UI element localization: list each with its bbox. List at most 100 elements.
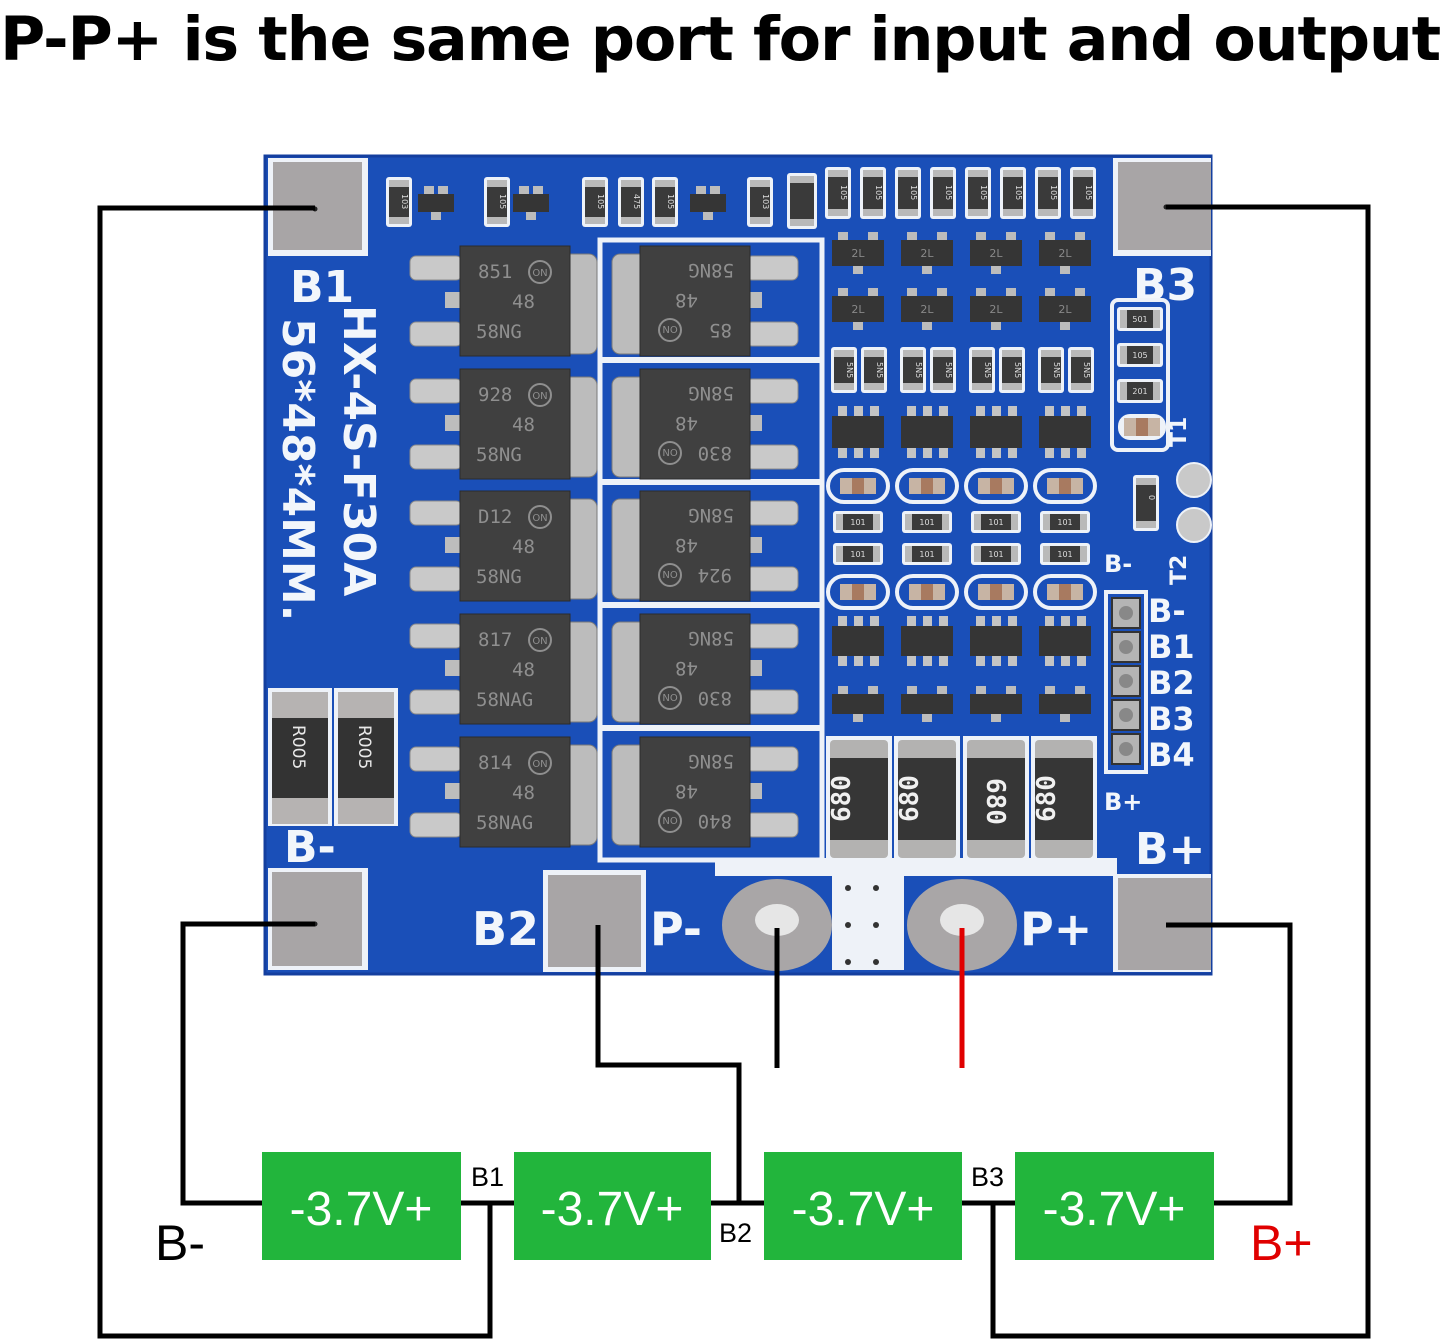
mosfet-code: 48 bbox=[512, 659, 535, 681]
protection-ic bbox=[970, 406, 1022, 458]
svg-text:5N5: 5N5 bbox=[845, 362, 854, 378]
svg-text:201: 201 bbox=[1132, 387, 1147, 396]
node-label-b3: B3 bbox=[971, 1162, 1004, 1192]
pad-b-minus bbox=[268, 868, 368, 970]
sot23-transistor: 2L bbox=[901, 288, 953, 330]
node-label-b1: B1 bbox=[471, 1162, 504, 1192]
on-semi-logo-icon bbox=[528, 628, 552, 652]
svg-text:5N5: 5N5 bbox=[944, 362, 953, 378]
smd-resistor: 5N5 bbox=[861, 347, 887, 393]
wire-b-minus bbox=[180, 921, 315, 1206]
on-semi-logo-icon bbox=[658, 563, 682, 587]
mosfet-lot: 814 bbox=[478, 752, 512, 774]
svg-text:5N5: 5N5 bbox=[1052, 362, 1061, 378]
svg-text:ON: ON bbox=[532, 513, 547, 524]
silk-label-b-plus: B+ bbox=[1135, 824, 1205, 875]
balance-label-b1: B1 bbox=[1148, 628, 1195, 666]
smd-resistor bbox=[787, 173, 817, 229]
mosfet-part: 58NG bbox=[688, 382, 734, 404]
mosfet-part: 58NG bbox=[688, 259, 734, 281]
smd-resistor: 105 bbox=[895, 167, 921, 219]
svg-text:ON: ON bbox=[532, 268, 547, 279]
mosfet-code: 48 bbox=[675, 534, 698, 556]
svg-text:ON: ON bbox=[662, 691, 677, 702]
svg-text:105: 105 bbox=[1014, 185, 1023, 200]
terminal-label-b-plus: B+ bbox=[1250, 1215, 1313, 1271]
svg-text:ON: ON bbox=[532, 759, 547, 770]
sense-resistor-label: 680 bbox=[980, 778, 1010, 825]
smd-resistor: 103 bbox=[747, 177, 773, 227]
wire-b3 bbox=[990, 204, 1371, 1339]
on-semi-logo-icon bbox=[658, 809, 682, 833]
mosfet-code: 48 bbox=[512, 291, 535, 313]
smd-capacitor bbox=[895, 574, 959, 610]
silk-model: HX-4S-F30A bbox=[333, 305, 384, 596]
svg-text:2L: 2L bbox=[920, 303, 934, 316]
via bbox=[873, 922, 879, 928]
sense-resistor: 680 bbox=[963, 736, 1029, 862]
battery-cell-1: -3.7V+ bbox=[262, 1152, 461, 1260]
svg-text:2L: 2L bbox=[1058, 303, 1072, 316]
sot23-transistor bbox=[970, 686, 1022, 722]
sot23-transistor bbox=[418, 186, 454, 220]
smd-resistor: 5N5 bbox=[1038, 347, 1064, 393]
pad-b-plus bbox=[1113, 874, 1211, 972]
sot23-transistor bbox=[513, 186, 549, 220]
silk-copper-bridge bbox=[832, 866, 904, 970]
svg-text:105: 105 bbox=[1049, 185, 1058, 200]
sense-resistor: 680 bbox=[1031, 736, 1097, 862]
svg-text:2L: 2L bbox=[1058, 247, 1072, 260]
node-label-b2: B2 bbox=[719, 1218, 752, 1248]
smd-capacitor bbox=[964, 574, 1028, 610]
protection-ic bbox=[832, 406, 884, 458]
smd-resistor: 0 bbox=[1133, 475, 1159, 531]
balance-label-b-minus: B- bbox=[1148, 592, 1186, 630]
smd-resistor: 475 bbox=[618, 177, 644, 227]
smd-capacitor bbox=[1118, 414, 1166, 440]
mosfet-lot: D12 bbox=[478, 506, 512, 528]
smd-resistor: 103 bbox=[386, 177, 412, 227]
svg-text:105: 105 bbox=[874, 185, 883, 200]
svg-text:105: 105 bbox=[944, 185, 953, 200]
svg-text:101: 101 bbox=[919, 518, 934, 527]
mosfet-code: 48 bbox=[675, 780, 698, 802]
shunt-label-1: R005 bbox=[288, 725, 308, 769]
smd-resistor: 105 bbox=[1035, 167, 1061, 219]
via bbox=[845, 922, 851, 928]
smd-resistor: 105 bbox=[930, 167, 956, 219]
mosfet-part: 58NG bbox=[688, 627, 734, 649]
smd-resistor: 5N5 bbox=[831, 347, 857, 393]
battery-cell-4: -3.7V+ bbox=[1015, 1152, 1214, 1260]
mosfet-code: 48 bbox=[675, 289, 698, 311]
svg-text:ON: ON bbox=[532, 636, 547, 647]
silk-label-thermistor-b-minus: B- bbox=[1104, 550, 1132, 578]
sot23-transistor: 2L bbox=[832, 288, 884, 330]
mosfet-part: 58NG bbox=[476, 444, 522, 466]
mosfet-lot: 85 bbox=[709, 319, 732, 341]
battery-cells: -3.7V+ -3.7V+ -3.7V+ -3.7V+ bbox=[262, 1152, 1214, 1260]
diagram-title: P-P+ is the same port for input and outp… bbox=[0, 4, 1441, 75]
mosfet-code: 48 bbox=[512, 414, 535, 436]
svg-text:105: 105 bbox=[839, 185, 848, 200]
svg-text:101: 101 bbox=[988, 550, 1003, 559]
svg-text:ON: ON bbox=[662, 568, 677, 579]
on-semi-logo-icon bbox=[528, 505, 552, 529]
svg-text:105: 105 bbox=[909, 185, 918, 200]
smd-resistor: 5N5 bbox=[999, 347, 1025, 393]
terminal-label-b-minus: B- bbox=[155, 1215, 205, 1271]
smd-resistor: 101 bbox=[1040, 543, 1090, 565]
svg-text:105: 105 bbox=[979, 185, 988, 200]
silk-label-b-plus-small: B+ bbox=[1104, 788, 1142, 816]
silk-size: 56*48*4MM. bbox=[272, 318, 323, 621]
smd-resistor: 105 bbox=[652, 177, 678, 227]
mosfet-part: 58NG bbox=[688, 750, 734, 772]
smd-resistor: 105 bbox=[1117, 343, 1163, 367]
